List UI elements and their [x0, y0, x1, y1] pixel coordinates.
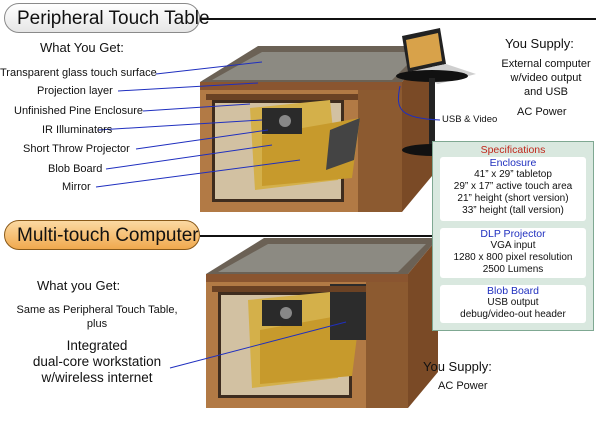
spec-blob-line-1: USB output [487, 297, 539, 308]
callout-lines-peripheral [95, 61, 301, 188]
item-short-throw-projector: Short Throw Projector [23, 143, 130, 155]
item-blob-board: Blob Board [48, 163, 103, 175]
peripheral-ac-power: AC Power [517, 106, 567, 118]
spec-card-projector: DLP Projector VGA input 1280 x 800 pixel… [440, 228, 586, 278]
multitouch-ac-power: AC Power [438, 380, 488, 392]
integrated-line-2: dual-core workstation [32, 354, 162, 369]
callout-lines-multitouch [169, 321, 347, 369]
supply-line-3: and USB [523, 86, 569, 98]
same-as-line-2: plus [86, 318, 108, 330]
spec-blob-heading: Blob Board [487, 285, 539, 297]
peripheral-what-you-get: What You Get: [40, 40, 124, 55]
multitouch-title: Multi-touch Computer [4, 220, 200, 250]
multitouch-title-rule [200, 235, 432, 237]
spec-card-enclosure: Enclosure 41” x 29” tabletop 29” x 17” a… [440, 157, 586, 221]
spec-enclosure-line-4: 33” height (tall version) [462, 205, 564, 216]
spec-projector-line-3: 2500 Lumens [482, 264, 544, 275]
supply-line-2: w/video output [510, 72, 582, 84]
spec-blob-line-2: debug/video-out header [460, 309, 566, 320]
item-glass-surface: Transparent glass touch surface [0, 67, 157, 79]
peripheral-you-supply: You Supply: [505, 36, 574, 51]
spec-projector-heading: DLP Projector [480, 228, 546, 240]
supply-line-1: External computer [501, 58, 591, 70]
item-ir-illuminators: IR Illuminators [42, 124, 113, 136]
supply-external-computer: External computer w/video output and USB [494, 57, 598, 99]
item-projection-layer: Projection layer [37, 85, 113, 97]
spec-enclosure-line-2: 29” x 17” active touch area [453, 181, 573, 192]
multitouch-table-illustration [206, 238, 438, 408]
spec-card-blob-board: Blob Board USB output debug/video-out he… [440, 285, 586, 323]
same-as-line-1: Same as Peripheral Touch Table, [16, 304, 178, 316]
multitouch-you-supply: You Supply: [423, 359, 492, 374]
spec-enclosure-heading: Enclosure [489, 157, 537, 169]
same-as-peripheral: Same as Peripheral Touch Table, plus [6, 303, 188, 331]
item-pine-enclosure: Unfinished Pine Enclosure [14, 105, 144, 117]
peripheral-title-rule [200, 18, 596, 20]
integrated-workstation: Integrated dual-core workstation w/wirel… [6, 338, 188, 386]
integrated-line-3: w/wireless internet [41, 370, 153, 385]
multitouch-what-you-get: What you Get: [37, 278, 121, 293]
spec-enclosure-line-3: 21” height (short version) [457, 193, 569, 204]
specifications-panel: Specifications Enclosure 41” x 29” table… [432, 141, 594, 331]
item-mirror: Mirror [62, 181, 91, 193]
spec-projector-line-2: 1280 x 800 pixel resolution [453, 252, 573, 263]
spec-enclosure-line-1: 41” x 29” tabletop [474, 169, 552, 180]
spec-projector-line-1: VGA input [490, 240, 536, 251]
usb-video-label: USB & Video [442, 114, 498, 125]
peripheral-title: Peripheral Touch Table [4, 3, 210, 33]
specifications-title: Specifications [480, 144, 546, 156]
integrated-line-1: Integrated [66, 338, 128, 353]
peripheral-table-illustration [200, 46, 432, 212]
